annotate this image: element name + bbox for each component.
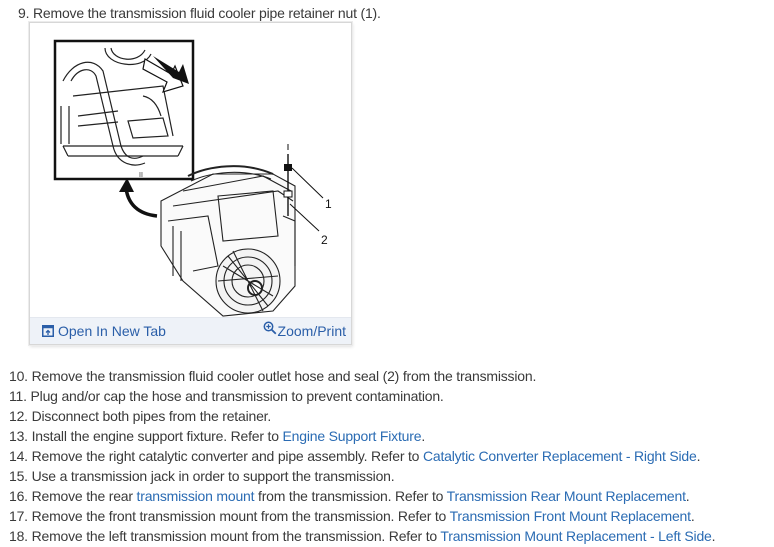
step-punctuation: . bbox=[696, 448, 701, 464]
step-9: 9. Remove the transmission fluid cooler … bbox=[18, 3, 381, 23]
step-number: 16. bbox=[9, 488, 28, 504]
step-text: Remove the transmission fluid cooler pip… bbox=[32, 5, 381, 21]
transmission-mount-link[interactable]: transmission mount bbox=[136, 488, 255, 504]
step-text: Install the engine support fixture. Refe… bbox=[31, 428, 283, 444]
step-16: 16. Remove the rear transmission mount f… bbox=[9, 486, 690, 506]
step-11: 11. Plug and/or cap the hose and transmi… bbox=[9, 386, 444, 406]
open-in-new-tab-button[interactable]: Open In New Tab bbox=[42, 322, 166, 340]
step-number: 10. bbox=[9, 368, 28, 384]
step-18: 18. Remove the left transmission mount f… bbox=[9, 526, 716, 546]
step-14: 14. Remove the right catalytic converter… bbox=[9, 446, 700, 466]
step-text: Remove the rear bbox=[31, 488, 137, 504]
step-13: 13. Install the engine support fixture. … bbox=[9, 426, 425, 446]
step-text: Remove the left transmission mount from … bbox=[31, 528, 441, 544]
transmission-illustration: II bbox=[53, 39, 332, 317]
step-number: 9. bbox=[18, 5, 30, 21]
figure-footer: Open In New Tab Zoom/Print bbox=[30, 317, 351, 344]
step-10: 10. Remove the transmission fluid cooler… bbox=[9, 366, 536, 386]
step-text: Plug and/or cap the hose and transmissio… bbox=[30, 388, 444, 404]
transmission-mount-left-link[interactable]: Transmission Mount Replacement - Left Si… bbox=[440, 528, 712, 544]
step-number: 13. bbox=[9, 428, 28, 444]
open-new-tab-icon bbox=[42, 325, 54, 337]
step-text: from the transmission. Refer to bbox=[254, 488, 447, 504]
step-text: Remove the right catalytic converter and… bbox=[31, 448, 423, 464]
step-12: 12. Disconnect both pipes from the retai… bbox=[9, 406, 271, 426]
catalytic-converter-right-link[interactable]: Catalytic Converter Replacement - Right … bbox=[422, 448, 697, 464]
transmission-diagram[interactable]: II bbox=[33, 26, 348, 318]
step-number: 17. bbox=[9, 508, 28, 524]
step-text: Disconnect both pipes from the retainer. bbox=[31, 408, 272, 424]
step-text: Remove the transmission fluid cooler out… bbox=[31, 368, 537, 384]
zoom-in-icon bbox=[263, 321, 277, 335]
callout-1: 1 bbox=[325, 197, 332, 211]
step-number: 14. bbox=[9, 448, 28, 464]
figure-card: II bbox=[29, 22, 352, 345]
step-punctuation: . bbox=[421, 428, 426, 444]
step-punctuation: . bbox=[685, 488, 690, 504]
zoom-print-label: Zoom/Print bbox=[277, 323, 346, 339]
engine-support-fixture-link[interactable]: Engine Support Fixture bbox=[282, 428, 422, 444]
zoom-print-button[interactable]: Zoom/Print bbox=[263, 321, 346, 340]
step-number: 11. bbox=[9, 388, 27, 404]
step-17: 17. Remove the front transmission mount … bbox=[9, 506, 695, 526]
callout-2: 2 bbox=[321, 233, 328, 247]
step-text: Remove the front transmission mount from… bbox=[31, 508, 450, 524]
step-number: 15. bbox=[9, 468, 28, 484]
transmission-front-mount-link[interactable]: Transmission Front Mount Replacement bbox=[449, 508, 691, 524]
step-punctuation: . bbox=[711, 528, 716, 544]
svg-text:II: II bbox=[139, 172, 143, 179]
step-number: 18. bbox=[9, 528, 28, 544]
step-number: 12. bbox=[9, 408, 28, 424]
open-in-new-tab-label: Open In New Tab bbox=[58, 323, 166, 339]
step-text: Use a transmission jack in order to supp… bbox=[31, 468, 395, 484]
step-15: 15. Use a transmission jack in order to … bbox=[9, 466, 395, 486]
step-punctuation: . bbox=[690, 508, 695, 524]
transmission-rear-mount-link[interactable]: Transmission Rear Mount Replacement bbox=[446, 488, 686, 504]
